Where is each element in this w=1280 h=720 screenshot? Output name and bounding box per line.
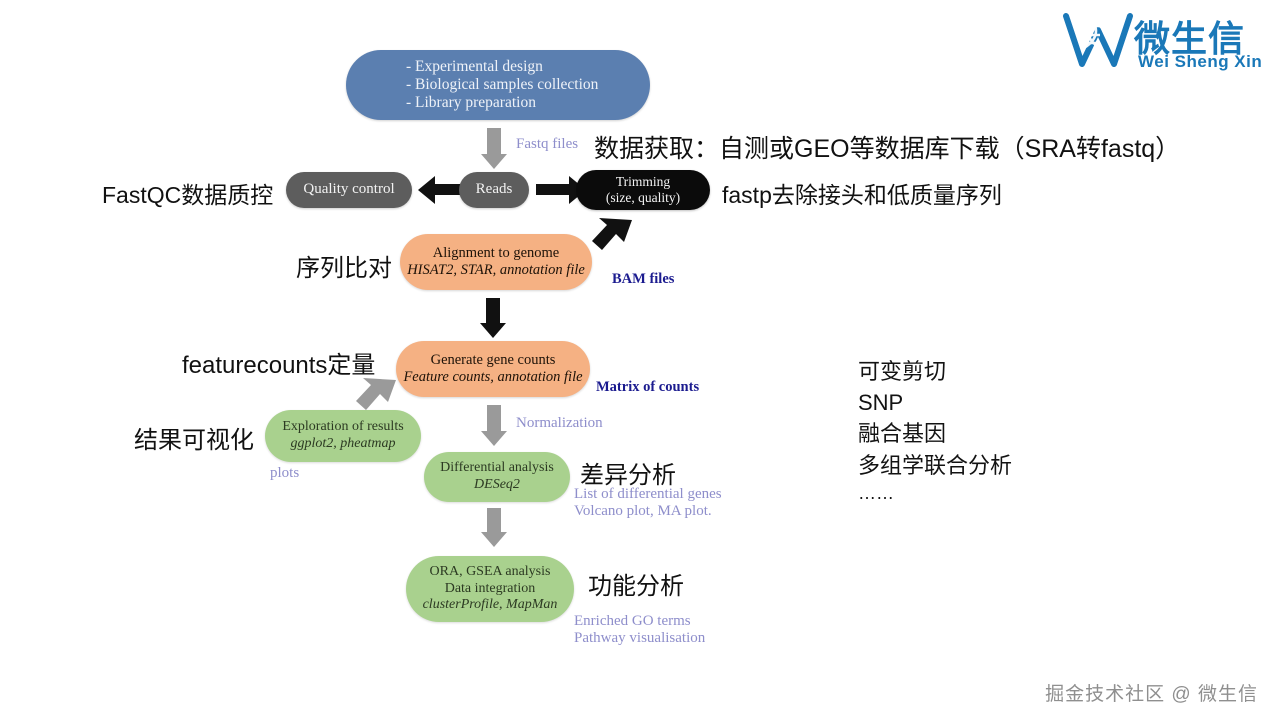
node-generate-gene-counts[interactable]: Generate gene counts Feature counts, ann… bbox=[396, 341, 590, 397]
watermark: 掘金技术社区 @ 微生信 bbox=[1045, 684, 1258, 705]
label-matrix-of-counts: Matrix of counts bbox=[596, 379, 700, 395]
arrow-trimming-to-alignment bbox=[592, 218, 632, 250]
node-alignment-to-genome[interactable]: Alignment to genome HISAT2, STAR, annota… bbox=[400, 234, 592, 290]
annotation-differential: 差异分析 bbox=[580, 462, 676, 489]
label-enriched-line-1: Enriched GO terms bbox=[574, 613, 691, 629]
quality-control-label: Quality control bbox=[303, 181, 395, 198]
extras-item-0: 可变剪切 bbox=[858, 359, 947, 384]
node-reads[interactable]: Reads bbox=[459, 172, 529, 208]
annotation-alignment: 序列比对 bbox=[296, 255, 392, 282]
annotation-data-acquisition: 数据获取：自测或GEO等数据库下载（SRA转fastq） bbox=[594, 135, 1181, 163]
differential-line-1: Differential analysis bbox=[440, 460, 554, 476]
node-experimental-design[interactable]: - Experimental design - Biological sampl… bbox=[346, 50, 650, 120]
node-differential-analysis[interactable]: Differential analysis DESeq2 bbox=[424, 452, 570, 502]
brand-logo: 微生信 Wei Sheng Xin bbox=[1060, 8, 1272, 80]
arrow-gene-counts-to-exploration bbox=[356, 378, 396, 410]
arrow-differential-to-functional bbox=[480, 508, 508, 548]
node-functional-analysis[interactable]: ORA, GSEA analysis Data integration clus… bbox=[406, 556, 574, 622]
annotation-functional: 功能分析 bbox=[588, 573, 684, 600]
label-diff-genes-line-2: Volcano plot, MA plot. bbox=[574, 503, 712, 519]
alignment-line-2: HISAT2, STAR, annotation file bbox=[407, 262, 585, 278]
label-normalization: Normalization bbox=[516, 415, 603, 431]
extras-item-2: 融合基因 bbox=[858, 421, 947, 447]
differential-line-2: DESeq2 bbox=[474, 477, 520, 492]
extras-list: 可变剪切 SNP 融合基因 多组学联合分析 …… bbox=[858, 356, 1012, 506]
extras-item-3: 多组学联合分析 bbox=[858, 452, 1013, 478]
arrow-alignment-to-gene-counts bbox=[478, 298, 508, 340]
annotation-fastp: fastp去除接头和低质量序列 bbox=[722, 182, 1002, 208]
exploration-line-1: Exploration of results bbox=[282, 419, 404, 435]
node-trimming[interactable]: Trimming (size, quality) bbox=[576, 170, 710, 210]
design-line-1: - Experimental design bbox=[406, 57, 543, 75]
label-plots: plots bbox=[270, 465, 300, 481]
arrow-reads-to-quality-control bbox=[418, 176, 468, 204]
trimming-line-1: Trimming bbox=[615, 174, 671, 190]
annotation-fastqc: FastQC数据质控 bbox=[102, 182, 274, 208]
extras-item-4: …… bbox=[858, 482, 894, 503]
label-diff-genes-line-1: List of differential genes bbox=[574, 486, 722, 502]
extras-item-1: SNP bbox=[858, 390, 904, 416]
node-quality-control[interactable]: Quality control bbox=[286, 172, 412, 208]
annotation-visualization: 结果可视化 bbox=[134, 427, 254, 454]
design-line-2: - Biological samples collection bbox=[406, 75, 599, 93]
gene-counts-line-2: Feature counts, annotation file bbox=[403, 369, 583, 385]
gene-counts-line-1: Generate gene counts bbox=[430, 351, 556, 368]
node-exploration-of-results[interactable]: Exploration of results ggplot2, pheatmap bbox=[265, 410, 421, 462]
arrow-design-to-reads bbox=[480, 128, 508, 170]
functional-line-1: ORA, GSEA analysis bbox=[429, 564, 551, 580]
reads-label: Reads bbox=[475, 181, 513, 198]
label-enriched-line-2: Pathway visualisation bbox=[574, 630, 706, 646]
logo-chinese-text: 微生信 bbox=[1134, 18, 1246, 59]
functional-line-2: Data integration bbox=[444, 580, 536, 596]
alignment-line-1: Alignment to genome bbox=[432, 244, 560, 261]
functional-line-3: clusterProfile, MapMan bbox=[422, 597, 558, 613]
exploration-line-2: ggplot2, pheatmap bbox=[290, 436, 396, 451]
trimming-line-2: (size, quality) bbox=[605, 190, 681, 205]
arrow-gene-counts-to-differential bbox=[480, 405, 508, 447]
label-fastq-files: Fastq files bbox=[516, 136, 579, 152]
design-line-3: - Library preparation bbox=[406, 94, 536, 112]
annotation-featurecounts: featurecounts定量 bbox=[182, 352, 376, 379]
logo-pinyin-text: Wei Sheng Xin bbox=[1138, 52, 1263, 71]
w-dna-helix-icon bbox=[1063, 12, 1133, 67]
label-bam-files: BAM files bbox=[612, 271, 675, 287]
